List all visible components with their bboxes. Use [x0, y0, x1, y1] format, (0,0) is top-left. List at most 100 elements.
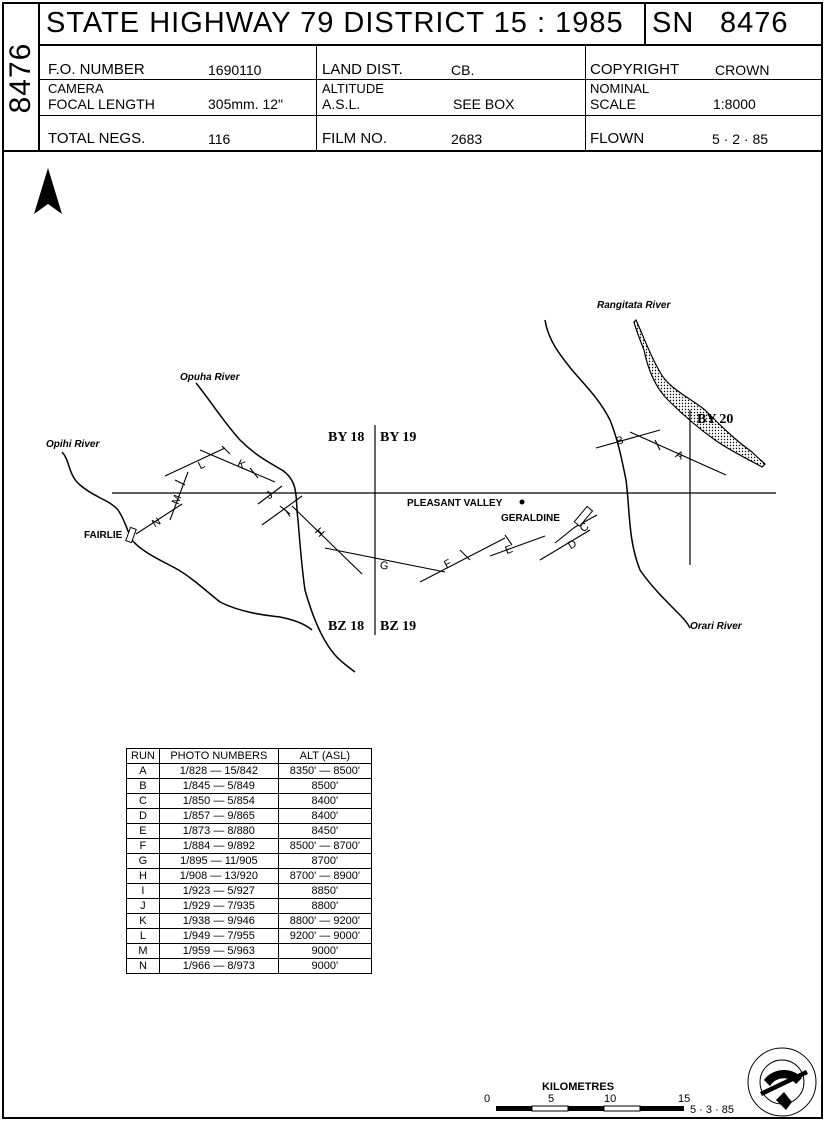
header-vline-1: [316, 45, 317, 151]
run-cell: B: [126, 778, 160, 794]
photo-numbers-cell: 1/857 — 9/865: [158, 808, 279, 824]
altitude-cell: 8800' — 9200': [277, 913, 372, 929]
run-cell: E: [126, 823, 160, 839]
altitude-cell: 8850': [277, 883, 372, 899]
altitude-value: SEE BOX: [453, 96, 515, 112]
run-e-line: [489, 535, 546, 557]
grid-sheet-labels: BY 18 BY 19 BY 20 BZ 18 BZ 19: [328, 412, 733, 634]
asl-label: A.S.L.: [322, 96, 361, 112]
photo-numbers-cell: 1/929 — 7/935: [158, 898, 279, 914]
run-h-line: [291, 505, 363, 575]
land-dist-value: CB.: [451, 62, 475, 78]
rangitata-river-label: Rangitata River: [597, 300, 671, 311]
side-label-box: 8476: [2, 2, 40, 152]
scale-label: SCALE: [590, 96, 636, 112]
scale-bar-date: 5 · 3 · 85: [690, 1104, 734, 1116]
run-label-j: J: [264, 489, 275, 502]
opuha-river-line: [195, 382, 356, 673]
grid-label-by19: BY 19: [380, 430, 416, 445]
run-cell: G: [126, 853, 160, 869]
header-line-2: [40, 79, 823, 80]
run-l-line: [164, 447, 226, 477]
photo-numbers-cell: 1/966 — 8/973: [158, 958, 279, 974]
fairlie-label: FAIRLIE: [84, 530, 123, 541]
fairlie-town-marker: [125, 526, 137, 544]
opihi-river-line: [61, 451, 313, 631]
photo-numbers-cell: 1/828 — 15/842: [158, 763, 279, 779]
altitude-cell: 8400': [277, 793, 372, 809]
run-n-line: [135, 503, 183, 535]
geraldine-label: GERALDINE: [501, 513, 560, 524]
flown-value: 5 · 2 · 85: [712, 131, 769, 147]
run-cell: M: [126, 943, 160, 959]
header-line-bottom: [2, 150, 823, 152]
header-line-3: [40, 115, 823, 116]
run-cell: C: [126, 793, 160, 809]
pleasant-valley-marker: [519, 499, 525, 505]
run-g-line: [324, 547, 446, 573]
run-label-b: B: [615, 434, 625, 447]
photo-numbers-cell: 1/895 — 11/905: [158, 853, 279, 869]
sn-label: SN: [652, 7, 695, 39]
header-vline-2: [585, 45, 586, 151]
header-line-1: [40, 44, 823, 46]
run-cell: A: [126, 763, 160, 779]
rangitata-river-channel: [633, 318, 766, 468]
run-i-line: [261, 495, 303, 526]
photo-numbers-cell: 1/959 — 5/963: [158, 943, 279, 959]
photo-numbers-cell: 1/949 — 7/955: [158, 928, 279, 944]
grid-label-bz19: BZ 19: [380, 619, 416, 634]
sn-value: 8476: [720, 7, 789, 39]
run-label-d: D: [566, 538, 579, 552]
run-a-line: [629, 431, 727, 476]
runs-header-run: RUN: [126, 748, 160, 764]
runs-header-photo-numbers: PHOTO NUMBERS: [158, 748, 279, 764]
grid-label-by20: BY 20: [697, 412, 733, 427]
run-j-line: [257, 485, 283, 505]
run-c-line: [554, 514, 598, 544]
altitude-cell: 8350' — 8500': [277, 763, 372, 779]
focal-length-label: FOCAL LENGTH: [48, 96, 155, 112]
run-label-m: M: [170, 493, 184, 506]
fo-number-label: F.O. NUMBER: [48, 61, 145, 78]
altitude-label: ALTITUDE: [322, 81, 384, 96]
grid-label-bz18: BZ 18: [328, 619, 364, 634]
run-label-g: G: [379, 559, 390, 572]
scale-tick-15: 15: [678, 1093, 690, 1105]
north-arrow-icon: N: [34, 168, 62, 223]
aerial-mapping-logo-icon: [747, 1047, 817, 1117]
copyright-label: COPYRIGHT: [590, 61, 680, 78]
photo-numbers-cell: 1/850 — 5/854: [158, 793, 279, 809]
altitude-cell: 8700' — 8900': [277, 868, 372, 884]
scale-value: 1:8000: [713, 96, 756, 112]
run-label-i: I: [284, 508, 293, 520]
nominal-label: NOMINAL: [590, 81, 650, 96]
run-k-line: [199, 449, 276, 483]
run-cell: F: [126, 838, 160, 854]
scale-bar: KILOMETRES 0 5 10 15 5 · 3 · 85: [484, 1081, 734, 1116]
sheet-title: STATE HIGHWAY 79 DISTRICT 15 : 1985: [46, 7, 624, 39]
photo-numbers-cell: 1/884 — 9/892: [158, 838, 279, 854]
run-cell: K: [126, 913, 160, 929]
altitude-cell: 8400': [277, 808, 372, 824]
fo-number-value: 1690110: [208, 62, 262, 78]
scale-bar-title: KILOMETRES: [542, 1081, 614, 1093]
orari-river-label: Orari River: [690, 621, 743, 632]
scale-tick-10: 10: [604, 1093, 616, 1105]
scale-tick-5: 5: [548, 1093, 554, 1105]
run-cell: H: [126, 868, 160, 884]
copyright-value: CROWN: [715, 62, 770, 78]
